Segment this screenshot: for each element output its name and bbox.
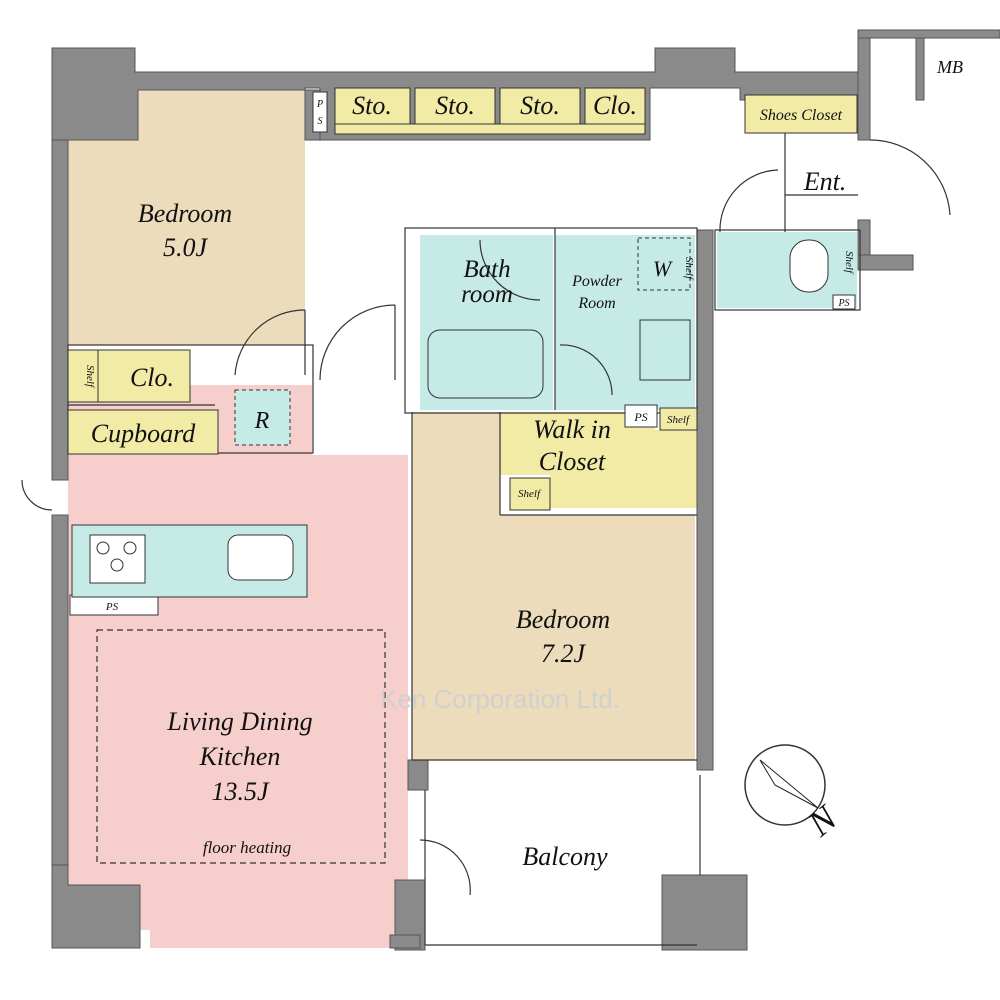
bath-line1: Bath: [463, 256, 510, 283]
ps-top-s: S: [318, 116, 323, 127]
ldk-name-line2: Kitchen: [199, 742, 281, 771]
ldk-name-line1: Living Dining: [166, 707, 312, 736]
refrigerator-label: R: [254, 408, 270, 434]
bedroom2-size: 7.2J: [541, 639, 587, 668]
walkin-line2: Closet: [539, 447, 606, 476]
bedroom2-name: Bedroom: [516, 605, 610, 634]
powder-line1: Powder: [571, 273, 623, 290]
ps-top-p: P: [316, 99, 323, 110]
storage-blocks: [67, 87, 858, 616]
entrance-label: Ent.: [803, 167, 847, 196]
ps-ent-label: PS: [837, 298, 849, 309]
sto3-label: Sto.: [520, 91, 560, 120]
sto2-label: Sto.: [435, 91, 475, 120]
shelf-wic-b-label: Shelf: [518, 488, 542, 500]
washer-label: W: [653, 256, 673, 281]
sink-icon: [227, 534, 294, 581]
clo-bed-label: Clo.: [130, 363, 174, 392]
shelf-bed-label: Shelf: [84, 365, 96, 389]
powder-line2: Room: [577, 295, 615, 312]
shoes-closet-label: Shoes Closet: [760, 107, 843, 124]
bedroom-7j-floor: [412, 412, 695, 760]
watermark: Ken Corporation Ltd.: [380, 684, 620, 714]
room-labels: Bedroom 5.0J Bedroom 7.2J Living Dining …: [138, 167, 846, 871]
refrigerator-space: [234, 389, 291, 446]
balcony-label: Balcony: [522, 842, 608, 871]
cupboard-label: Cupboard: [91, 419, 196, 448]
ps-kitchen-label: PS: [105, 601, 119, 613]
walk-in-closet-floor: [500, 412, 697, 508]
shelf-wic-a-label: Shelf: [667, 414, 691, 426]
bedroom-5j-floor: [68, 90, 305, 345]
washbasin-icon: [639, 319, 691, 381]
doors: [21, 139, 951, 896]
storage-labels: Sto. Sto. Sto. Clo. Shoes Closet Clo. Cu…: [84, 91, 855, 500]
bedroom1-size: 5.0J: [163, 233, 209, 262]
ldk-size: 13.5J: [211, 777, 270, 806]
kitchen-counter: [71, 524, 308, 598]
walkin-line1: Walk in: [533, 415, 611, 444]
shelf-powder-label: Shelf: [683, 257, 695, 281]
floor-heating-zone: [96, 629, 386, 864]
sto1-label: Sto.: [352, 91, 392, 120]
ldk-note: floor heating: [203, 838, 291, 857]
bath-line2: room: [461, 281, 513, 308]
shelf-ent-label: Shelf: [843, 251, 855, 275]
interior-lines: [67, 130, 861, 946]
mb-label: MB: [936, 57, 963, 77]
clo-top-label: Clo.: [593, 91, 637, 120]
bathtub-icon: [427, 329, 544, 399]
ps-wic-label: PS: [633, 410, 647, 424]
toilet-icon: [789, 239, 829, 293]
ldk-floor: [68, 385, 408, 948]
compass-icon: [744, 744, 826, 826]
bedroom1-name: Bedroom: [138, 199, 232, 228]
washer-space: [637, 237, 691, 291]
